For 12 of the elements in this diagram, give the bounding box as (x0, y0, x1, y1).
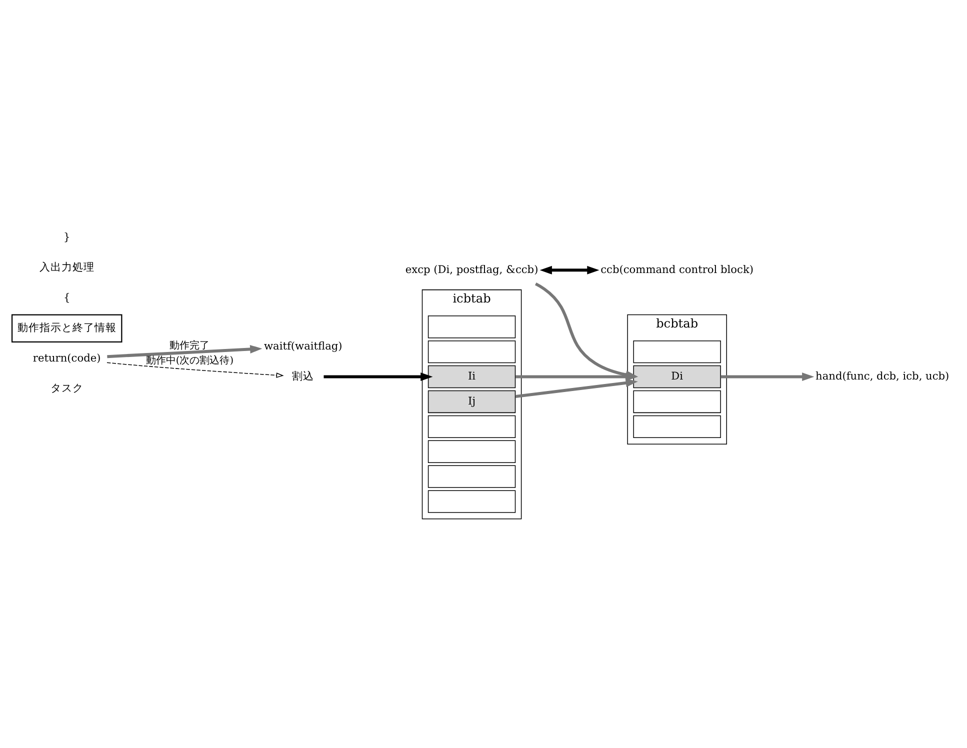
node-text: excp (Di, postflag, &ccb) (405, 263, 538, 276)
node-text: return(code) (32, 352, 101, 364)
node-text: hand(func, dcb, icb, ucb) (816, 370, 950, 382)
label: } (63, 230, 70, 243)
node-text: タスク (50, 382, 84, 394)
edge-label: 動作完了 (170, 340, 210, 351)
label: { (63, 291, 70, 304)
edge-label: 動作中(次の割込待) (146, 354, 234, 366)
label: 入出力処理 (39, 261, 94, 274)
node-text: ccb(command control block) (600, 263, 754, 276)
node-text: 割込 (292, 370, 314, 382)
node-text: waitf(waitflag) (264, 340, 342, 352)
